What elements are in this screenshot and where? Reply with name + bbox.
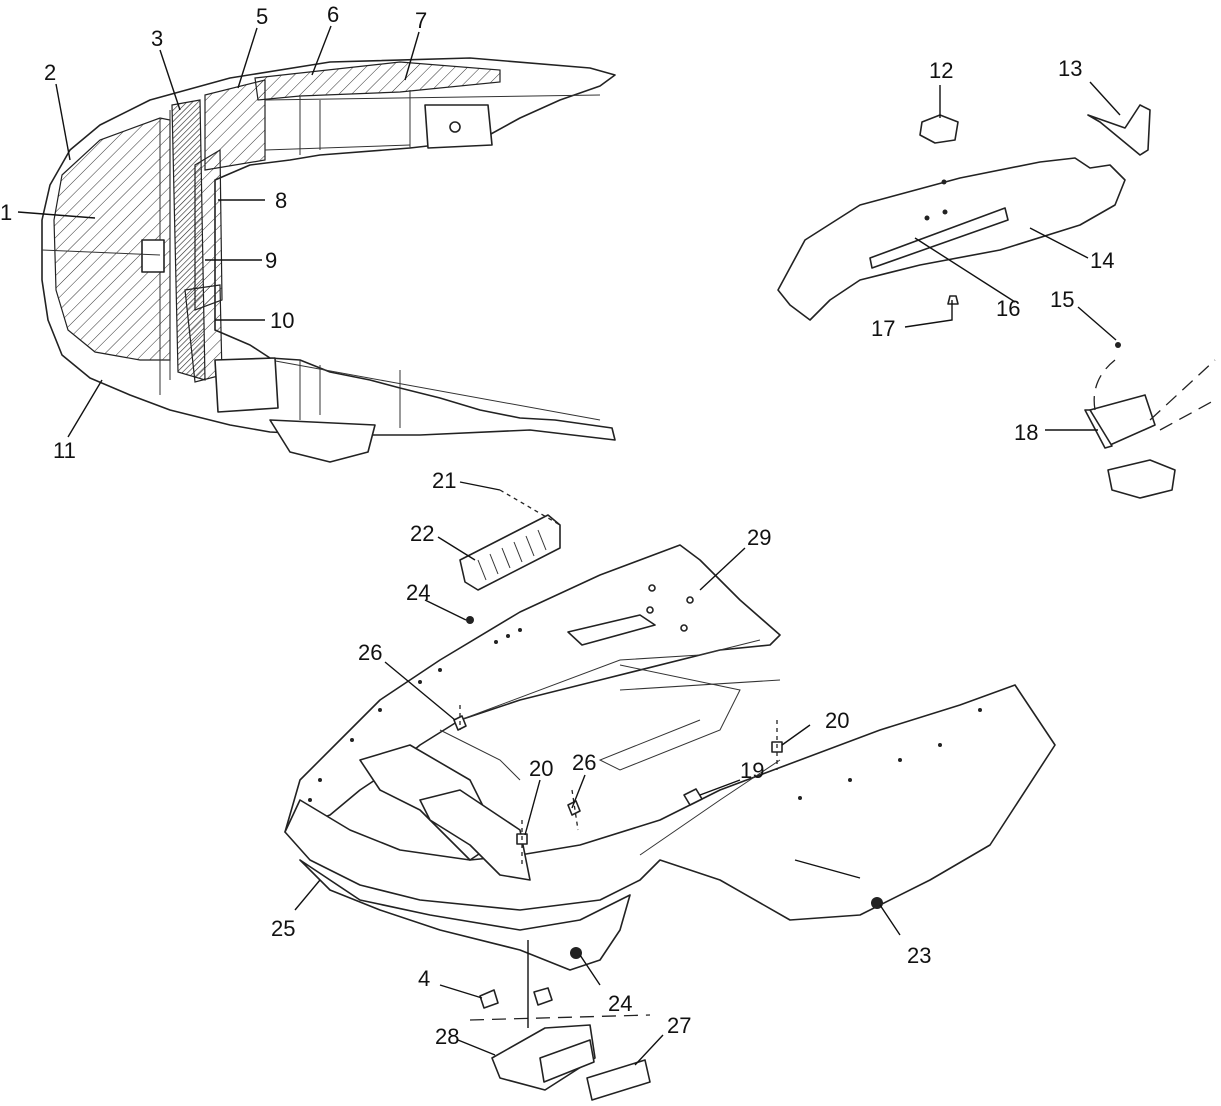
hood-chin	[299, 859, 631, 971]
callout-22: 22	[410, 521, 434, 546]
callout-10: 10	[270, 308, 294, 333]
callout-6: 6	[327, 2, 339, 27]
callout-2: 2	[44, 60, 56, 85]
callout-9: 9	[265, 248, 277, 273]
inner-bracket	[419, 789, 531, 881]
callout-20-left: 20	[529, 756, 553, 781]
wire-rod-13	[1087, 104, 1151, 156]
upper-insulation-block	[204, 79, 266, 171]
center-bracket	[141, 239, 165, 273]
hood-exterior-view	[284, 489, 1056, 1101]
screw-17	[947, 295, 959, 305]
hinge-base	[1107, 459, 1176, 499]
bolt-4-a	[479, 989, 499, 1009]
pad-27	[586, 1059, 651, 1101]
callout-5: 5	[256, 4, 268, 29]
callout-11: 11	[53, 438, 76, 463]
top-rail-insulation	[254, 61, 501, 101]
callout-15: 15	[1050, 287, 1074, 312]
callout-13: 13	[1058, 56, 1082, 81]
hood-interior-view	[41, 57, 616, 463]
grommet-24-lower	[570, 947, 582, 959]
callout-27: 27	[667, 1013, 691, 1038]
callout-12: 12	[929, 58, 953, 83]
mid-insulation-block	[194, 148, 223, 311]
front-insulation-panel	[53, 117, 171, 361]
callout-19: 19	[740, 758, 764, 783]
clip-12	[919, 114, 959, 144]
callout-7: 7	[415, 8, 427, 33]
callout-25: 25	[271, 916, 295, 941]
bolt-4-b	[533, 987, 553, 1006]
callout-21: 21	[432, 468, 456, 493]
vent-grill-22	[459, 514, 561, 591]
callout-16: 16	[996, 296, 1020, 321]
callout-24-lower: 24	[608, 991, 632, 1016]
lower-air-box	[214, 357, 279, 413]
leader-lines	[17, 25, 1121, 1066]
callout-29: 29	[747, 525, 771, 550]
grommet-24-upper	[466, 616, 474, 624]
callout-1: 1	[0, 200, 12, 225]
grommet-19	[683, 788, 703, 806]
callout-26-left: 26	[358, 640, 382, 665]
callout-3: 3	[151, 26, 163, 51]
callout-labels: 1 2 3 4 5 6 7 8 9 10 11 12 13 14 15 16 1…	[0, 2, 1114, 1049]
hood-top-surface	[284, 544, 781, 833]
callout-18: 18	[1014, 420, 1038, 445]
callout-28: 28	[435, 1024, 459, 1049]
decal-16	[869, 207, 1009, 269]
rivet-26-right	[567, 800, 581, 816]
callout-24-upper: 24	[406, 580, 430, 605]
side-panel-assembly	[777, 104, 1216, 499]
callout-8: 8	[275, 188, 287, 213]
callout-14: 14	[1090, 248, 1114, 273]
lower-scoop	[269, 419, 376, 463]
callout-20-right: 20	[825, 708, 849, 733]
callout-17: 17	[871, 316, 895, 341]
callout-23: 23	[907, 943, 931, 968]
callout-4: 4	[418, 966, 430, 991]
callout-26-right: 26	[572, 750, 596, 775]
